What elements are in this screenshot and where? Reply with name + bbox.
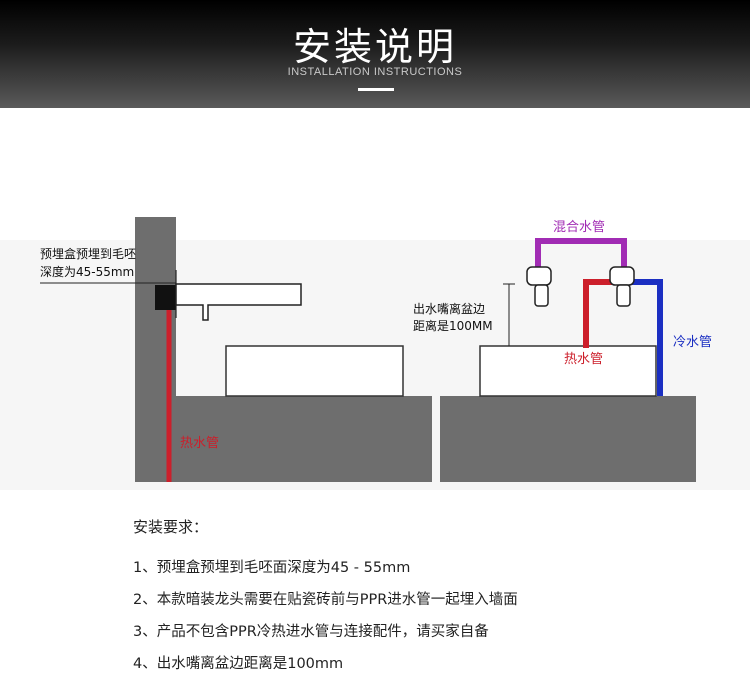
wall-spout xyxy=(175,283,302,321)
requirement-item: 4、出水嘴离盆边距离是100mm xyxy=(133,656,344,672)
right-diagram: 混合水管 冷水管 热水管 出水嘴离盆边 距离是100MM xyxy=(413,220,712,482)
embedded-box xyxy=(155,285,176,310)
requirement-item: 1、预埋盒预埋到毛呸面深度为45 - 55mm xyxy=(133,560,411,576)
right-basin xyxy=(479,345,657,397)
left-hot-pipe-label: 热水管 xyxy=(180,436,219,451)
mixed-pipe xyxy=(535,238,627,275)
depth-label-line1: 预埋盒预埋到毛呸 xyxy=(40,246,136,261)
left-counter xyxy=(176,396,432,482)
page-title: 安装说明 xyxy=(292,25,457,69)
left-faucet-handle xyxy=(526,266,552,307)
left-diagram: 预埋盒预埋到毛呸 深度为45-55mm 热水管 xyxy=(40,217,432,482)
requirement-item: 3、产品不包含PPR冷热进水管与连接配件，请买家自备 xyxy=(133,624,489,640)
left-basin xyxy=(225,345,404,397)
requirements-list: 1、预埋盒预埋到毛呸面深度为45 - 55mm 2、本款暗装龙头需要在贴瓷砖前与… xyxy=(133,556,518,684)
right-hot-pipe-label: 热水管 xyxy=(564,352,603,367)
depth-label-line2: 深度为45-55mm xyxy=(40,264,134,279)
mixed-pipe-label: 混合水管 xyxy=(553,220,605,235)
right-counter xyxy=(440,396,696,482)
right-faucet-handle xyxy=(609,266,635,307)
right-hot-pipe xyxy=(583,279,614,348)
spout-label-line1: 出水嘴离盆边 xyxy=(413,301,485,316)
cold-pipe xyxy=(630,279,663,396)
cold-pipe-label: 冷水管 xyxy=(673,335,712,350)
requirement-item: 2、本款暗装龙头需要在贴瓷砖前与PPR进水管一起埋入墙面 xyxy=(133,592,518,608)
header-banner: 安装说明 INSTALLATION INSTRUCTIONS xyxy=(0,0,750,108)
page-subtitle: INSTALLATION INSTRUCTIONS xyxy=(287,66,463,78)
requirements-title: 安装要求： xyxy=(133,518,209,536)
spout-label-line2: 距离是100MM xyxy=(413,318,493,333)
title-underline xyxy=(358,88,394,91)
